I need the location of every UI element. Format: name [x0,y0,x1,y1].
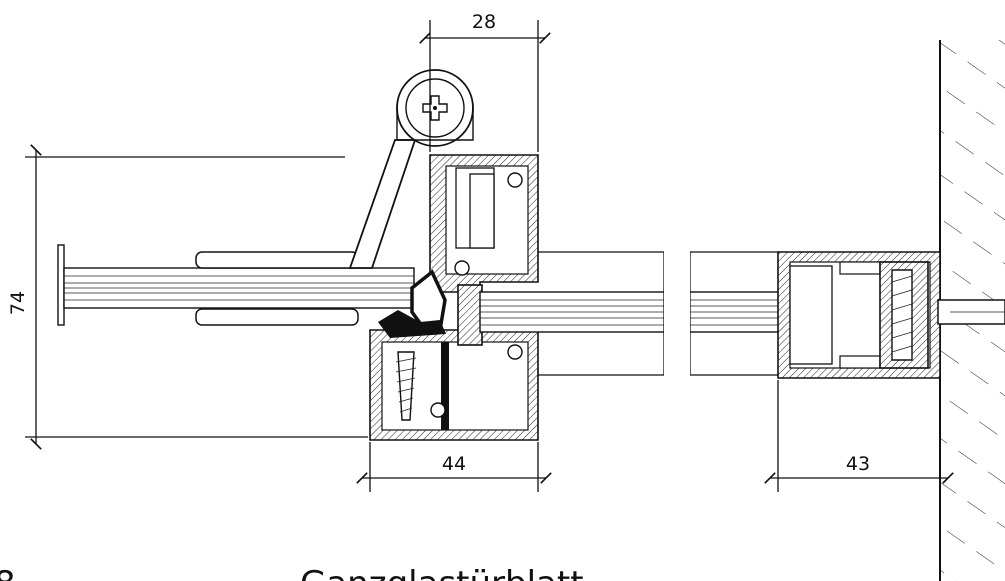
dimension-label-43: 43 [846,453,870,475]
glass-door-leaf [57,244,415,326]
screw-head-icon [422,95,448,121]
frame-profile [369,154,539,441]
caption-fragment: 8 [0,564,16,581]
dimension-label-44: 44 [442,453,466,475]
drawing-caption: Ganzglastürblatt [300,564,584,581]
screw-icon [395,351,417,421]
hinge-arm [348,69,474,269]
seal-gasket [378,269,447,338]
fixed-glass-pane [479,291,831,333]
dimension-label-28: 28 [472,11,496,33]
background-panel [538,250,780,380]
dimension-28: 28 [419,11,551,152]
dimension-74: 74 [7,144,368,450]
dimension-44: 44 [356,442,552,492]
wall-frame-profile [777,251,941,379]
dimension-43: 43 [764,380,954,492]
hinge-clamp [195,251,359,326]
wall-dowel-icon [937,299,1005,325]
dimension-label-74: 74 [7,291,29,315]
anchor-screw-icon [891,269,913,361]
